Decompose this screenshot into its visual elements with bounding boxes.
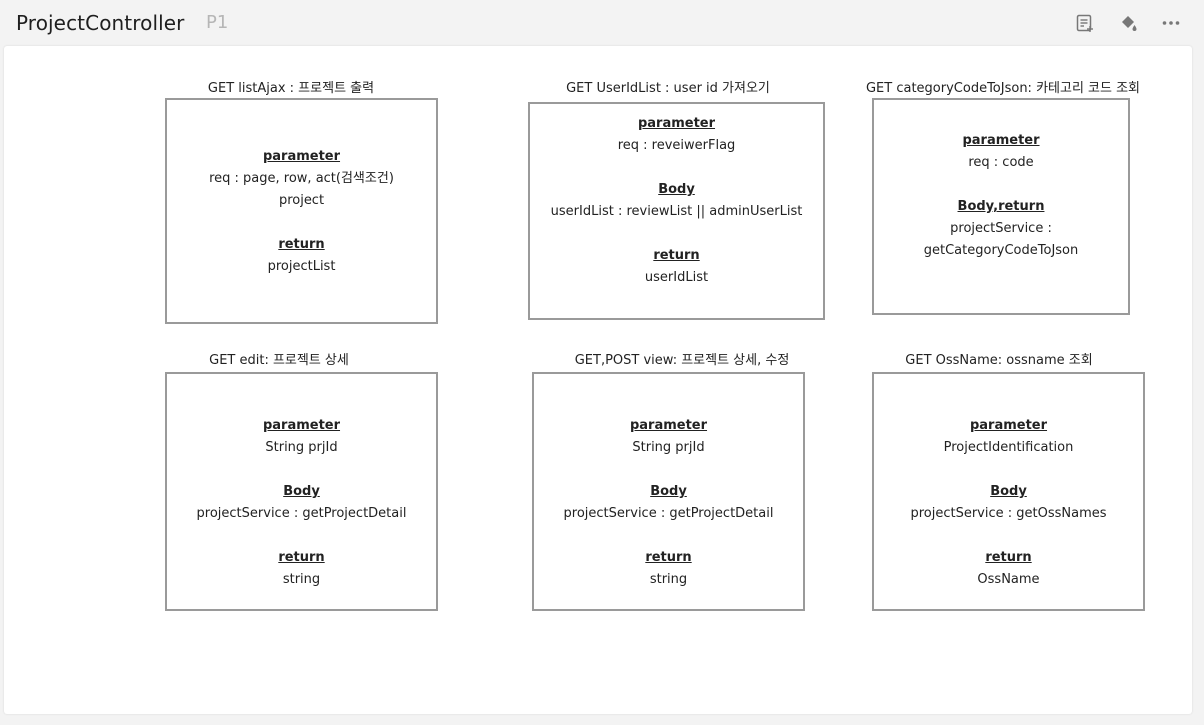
more-icon[interactable]: [1160, 12, 1182, 34]
card-line: userIdList : reviewList || adminUserList: [550, 204, 803, 219]
notes-icon[interactable]: [1074, 12, 1096, 34]
card-heading-parameter: parameter: [962, 133, 1040, 148]
card-heading-return: return: [278, 237, 325, 252]
card-line: req : code: [968, 155, 1034, 170]
card-title-listajax: GET listAjax : 프로젝트 출력: [207, 81, 375, 96]
card-listajax[interactable]: parameter req : page, row, act(검색조건) pro…: [165, 98, 438, 324]
top-bar: ProjectController P1: [0, 0, 1204, 46]
card-line: OssName: [977, 572, 1040, 587]
card-line: getCategoryCodeToJson: [923, 243, 1079, 258]
card-heading-body: Body: [650, 484, 687, 499]
card-heading-parameter: parameter: [969, 418, 1048, 433]
card-line: String prjId: [632, 440, 705, 455]
card-heading-body: Body: [283, 484, 320, 499]
card-heading-parameter: parameter: [637, 116, 716, 131]
card-categorycodetojson[interactable]: parameter req : code Body,return project…: [872, 98, 1130, 315]
card-heading-parameter: parameter: [262, 418, 341, 433]
card-line: projectService : getProjectDetail: [196, 506, 407, 521]
card-line: String prjId: [265, 440, 338, 455]
page-tag: P1: [206, 12, 229, 33]
card-title-ossname: GET OssName: ossname 조회: [905, 353, 1093, 368]
card-line: projectList: [267, 259, 336, 274]
card-line: projectService :: [950, 221, 1052, 236]
card-edit[interactable]: parameter String prjId Body projectServi…: [165, 372, 438, 611]
card-line: projectService : getOssNames: [910, 506, 1107, 521]
card-heading-body: Body: [990, 484, 1027, 499]
card-view[interactable]: parameter String prjId Body projectServi…: [532, 372, 805, 611]
card-title-categorycodetojson: GET categoryCodeToJson: 카테고리 코드 조회: [865, 81, 1141, 96]
card-line: userIdList: [644, 270, 709, 285]
card-title-view: GET,POST view: 프로젝트 상세, 수정: [574, 353, 790, 368]
card-line: ProjectIdentification: [943, 440, 1074, 455]
card-heading-return: return: [645, 550, 692, 565]
card-title-edit: GET edit: 프로젝트 상세: [209, 353, 349, 368]
card-line: projectService : getProjectDetail: [563, 506, 774, 521]
card-line: project: [278, 193, 325, 208]
card-line: string: [282, 572, 321, 587]
card-heading-parameter: parameter: [629, 418, 708, 433]
card-heading-return: return: [653, 248, 700, 263]
card-title-useridlist: GET UserIdList : user id 가져오기: [566, 81, 770, 96]
card-heading-return: return: [278, 550, 325, 565]
card-useridlist[interactable]: parameter req : reveiwerFlag Body userId…: [528, 102, 825, 320]
card-ossname[interactable]: parameter ProjectIdentification Body pro…: [872, 372, 1145, 611]
page-title[interactable]: ProjectController: [16, 11, 185, 35]
whiteboard-canvas[interactable]: GET listAjax : 프로젝트 출력 parameter req : p…: [4, 46, 1192, 714]
card-line: string: [649, 572, 688, 587]
card-line: req : page, row, act(검색조건): [209, 171, 394, 186]
card-heading-parameter: parameter: [262, 149, 341, 164]
card-heading-body: Body: [658, 182, 695, 197]
paint-bucket-icon[interactable]: [1117, 12, 1139, 34]
card-line: req : reveiwerFlag: [617, 138, 736, 153]
card-heading-return: return: [985, 550, 1032, 565]
card-heading-body-return: Body,return: [957, 199, 1045, 214]
